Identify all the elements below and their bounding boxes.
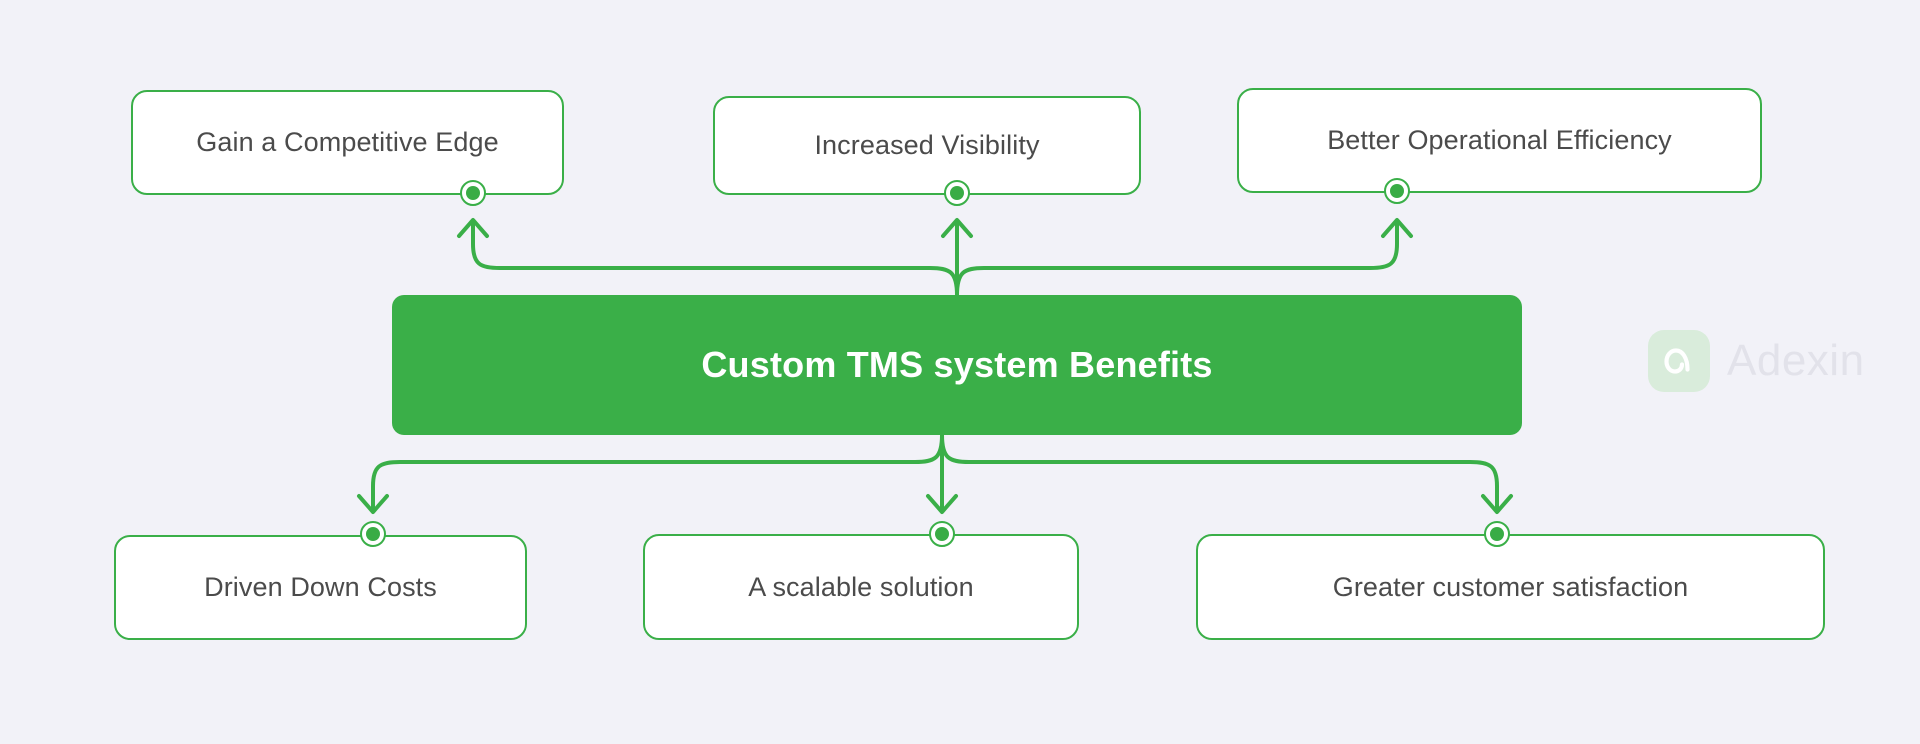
arrowhead-up-center: [941, 218, 973, 238]
connector-dot-top-center: [944, 180, 970, 206]
diagram-title: Custom TMS system Benefits: [701, 344, 1213, 385]
arrowhead-up-left: [457, 218, 489, 238]
benefit-node-label: Driven Down Costs: [204, 572, 437, 603]
adexin-a-logo-icon: [1648, 330, 1710, 392]
connector-dot-bottom-left: [360, 521, 386, 547]
benefit-node-increased-visibility[interactable]: Increased Visibility: [713, 96, 1141, 195]
adexin-a-glyph: [1664, 348, 1690, 374]
adexin-watermark: Adexin: [1648, 330, 1865, 392]
arrowhead-up-right: [1381, 218, 1413, 238]
benefit-node-better-operational-efficiency[interactable]: Better Operational Efficiency: [1237, 88, 1762, 193]
adexin-brand-text: Adexin: [1727, 336, 1865, 385]
benefit-node-label: Greater customer satisfaction: [1332, 571, 1689, 602]
benefit-node-label: A scalable solution: [748, 571, 974, 602]
connector-dot-top-left: [460, 180, 486, 206]
connector-up-right: [955, 220, 1399, 297]
benefit-node-driven-down-costs[interactable]: Driven Down Costs: [114, 535, 527, 640]
arrowhead-down-left: [357, 494, 389, 514]
connector-dot-bottom-right: [1484, 521, 1510, 547]
connector-dot-top-right: [1384, 178, 1410, 204]
benefit-node-greater-customer-satisfaction[interactable]: Greater customer satisfaction: [1196, 534, 1825, 640]
benefit-node-label: Gain a Competitive Edge: [196, 127, 499, 158]
arrowhead-down-right: [1481, 494, 1513, 514]
benefit-node-gain-a-competitive-edge[interactable]: Gain a Competitive Edge: [131, 90, 564, 195]
benefit-node-label: Increased Visibility: [814, 130, 1040, 161]
connector-dot-bottom-center: [929, 521, 955, 547]
benefit-node-label: Better Operational Efficiency: [1327, 125, 1672, 156]
center-hub-box[interactable]: Custom TMS system Benefits: [392, 295, 1522, 435]
connector-down-left: [371, 433, 944, 512]
connector-down-right: [940, 433, 1499, 512]
arrowhead-down-center: [926, 494, 958, 514]
benefit-node-a-scalable-solution[interactable]: A scalable solution: [643, 534, 1079, 640]
connector-up-left: [471, 220, 959, 297]
